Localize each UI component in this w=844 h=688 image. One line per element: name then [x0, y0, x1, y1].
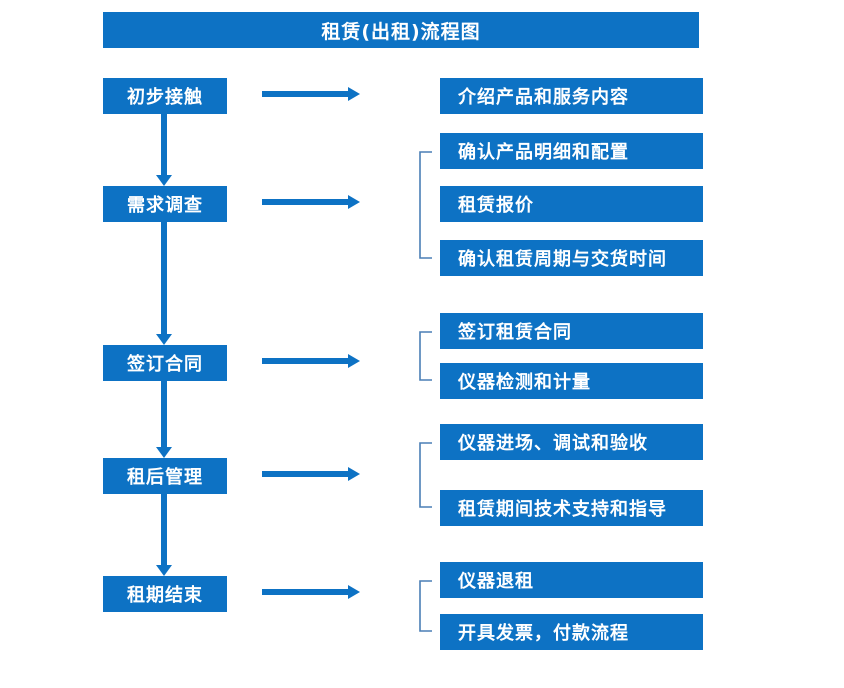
- bracket-group-requirements: [419, 151, 433, 259]
- stage-box[interactable]: 签订合同: [103, 345, 227, 381]
- arrow-stage2-to-stage3: [151, 222, 177, 345]
- detail-box[interactable]: 开具发票，付款流程: [440, 614, 703, 650]
- page-title: 租赁(出租)流程图: [103, 12, 699, 48]
- bracket-group-post-rental: [419, 442, 433, 508]
- detail-box[interactable]: 仪器检测和计量: [440, 363, 703, 399]
- detail-box[interactable]: 仪器进场、调试和验收: [440, 424, 703, 460]
- bracket-group-end-of-lease: [419, 580, 433, 632]
- bracket-group-contract: [419, 331, 433, 381]
- detail-box[interactable]: 介绍产品和服务内容: [440, 78, 703, 114]
- arrow-stage5-to-details: [262, 583, 360, 605]
- detail-box[interactable]: 仪器退租: [440, 562, 703, 598]
- stage-box[interactable]: 租期结束: [103, 576, 227, 612]
- stage-box[interactable]: 租后管理: [103, 458, 227, 494]
- detail-box[interactable]: 确认租赁周期与交货时间: [440, 240, 703, 276]
- stage-box[interactable]: 初步接触: [103, 78, 227, 114]
- arrow-stage1-to-stage2: [151, 114, 177, 186]
- arrow-stage2-to-details: [262, 193, 360, 215]
- detail-box[interactable]: 签订租赁合同: [440, 313, 703, 349]
- arrow-stage4-to-details: [262, 465, 360, 487]
- arrow-stage4-to-stage5: [151, 494, 177, 576]
- arrow-stage3-to-stage4: [151, 381, 177, 458]
- stage-box[interactable]: 需求调查: [103, 186, 227, 222]
- arrow-stage1-to-details: [262, 85, 360, 107]
- detail-box[interactable]: 租赁期间技术支持和指导: [440, 490, 703, 526]
- detail-box[interactable]: 租赁报价: [440, 186, 703, 222]
- detail-box[interactable]: 确认产品明细和配置: [440, 133, 703, 169]
- arrow-stage3-to-details: [262, 352, 360, 374]
